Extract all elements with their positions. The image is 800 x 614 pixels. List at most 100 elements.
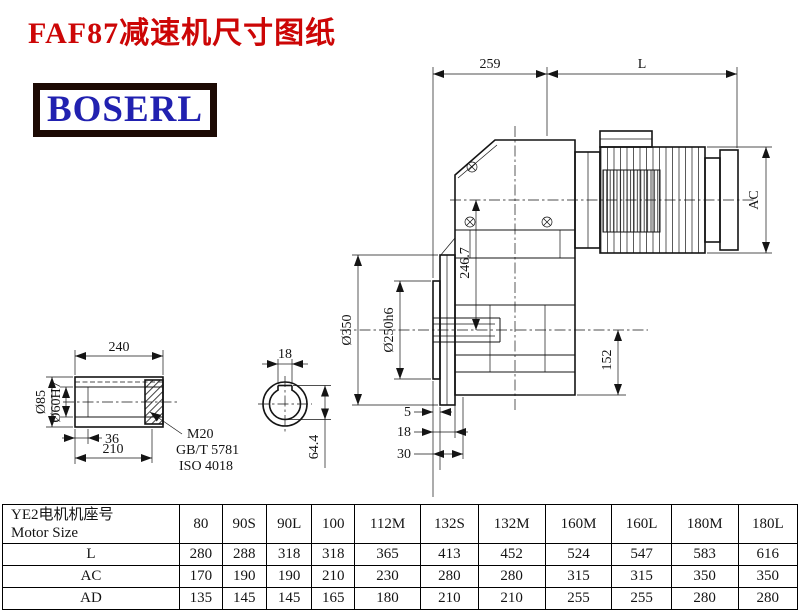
dimension-value-cell: 190	[221, 565, 267, 588]
dimension-value-cell: 280	[179, 543, 223, 566]
dimension-246-7: 246.7	[458, 200, 480, 330]
motor-size-column-header: 180L	[737, 504, 799, 544]
dimension-value-cell: 315	[611, 565, 672, 588]
row-label: L	[2, 543, 180, 566]
dimension-value-cell: 318	[265, 543, 313, 566]
housing-screw-icon	[464, 216, 476, 228]
dimension-spigot-diameter: Ø250h6	[382, 280, 431, 380]
motor-size-column-header: 90L	[265, 504, 313, 544]
motor-size-column-header: 100	[311, 504, 356, 544]
motor-size-column-header: 132S	[419, 504, 479, 544]
dimension-value-cell: 145	[221, 587, 267, 610]
dim-210-label: 210	[103, 442, 124, 457]
output-flange	[432, 237, 501, 406]
dim-246-7-label: 246.7	[458, 247, 473, 279]
dimension-value-cell: 318	[311, 543, 356, 566]
dimension-36-210: 36 210	[62, 429, 153, 464]
dimension-value-cell: 452	[477, 543, 546, 566]
dimension-value-cell: 413	[419, 543, 479, 566]
dimension-value-cell: 190	[265, 565, 313, 588]
bore-section-view: 18 64.4	[258, 347, 331, 468]
dim-152-label: 152	[600, 350, 615, 371]
shaft-end-cap	[144, 379, 164, 425]
gearbox-housing	[454, 139, 576, 396]
dimension-value-cell: 135	[179, 587, 223, 610]
dimension-value-cell: 165	[311, 587, 356, 610]
dimension-value-cell: 255	[544, 587, 613, 610]
dim-36-label: 36	[105, 432, 119, 447]
dim-L-label: L	[638, 57, 647, 72]
dim-85-label: Ø85	[34, 390, 49, 414]
dimension-value-cell: 230	[354, 565, 421, 588]
motor-size-column-header: 180M	[670, 504, 739, 544]
dimension-value-cell: 524	[544, 543, 613, 566]
dimension-value-cell: 365	[354, 543, 421, 566]
motor-size-column-header: 112M	[354, 504, 421, 544]
callout-m20-label: M20	[187, 427, 213, 442]
brand-logo-text: BOSERL	[46, 89, 204, 130]
brand-logo: BOSERL	[33, 83, 217, 137]
dimension-offsets: 5 18 30	[397, 381, 468, 497]
dimension-value-cell: 350	[670, 565, 739, 588]
dim-250h6-label: Ø250h6	[382, 307, 397, 352]
dimension-value-cell: 145	[265, 587, 313, 610]
technical-drawing: 259 L AC 246.7 Ø350	[34, 57, 772, 497]
dimension-keyway-depth: 64.4	[286, 385, 331, 468]
dimension-keyway-width: 18	[262, 347, 308, 384]
dim-5-label: 5	[404, 405, 411, 420]
dim-64-4-label: 64.4	[307, 435, 322, 460]
motor-size-column-header: 160M	[544, 504, 613, 544]
fan-cover	[719, 149, 739, 251]
dimension-AC: AC	[707, 146, 772, 254]
motor-size-column-header: 132M	[477, 504, 546, 544]
dimension-value-cell: 583	[670, 543, 739, 566]
reducer-side-view: 259 L AC 246.7 Ø350	[340, 57, 772, 497]
motor-size-column-header: 90S	[221, 504, 267, 544]
dimension-value-cell: 210	[477, 587, 546, 610]
dimension-value-cell: 288	[221, 543, 267, 566]
dim-keyway-18-label: 18	[278, 347, 292, 362]
motor-size-column-header: 80	[179, 504, 223, 544]
dimension-value-cell: 315	[544, 565, 613, 588]
motor-size-column-header: 160L	[611, 504, 672, 544]
dim-AC-label: AC	[747, 190, 762, 209]
dimension-259-L: 259 L	[432, 57, 738, 278]
dimension-value-cell: 350	[737, 565, 799, 588]
header-cn: YE2电机机座号	[11, 507, 114, 523]
dimension-152: 152	[577, 330, 626, 396]
callout-iso-label: ISO 4018	[179, 459, 233, 474]
page-title: FAF87减速机尺寸图纸	[28, 17, 337, 50]
housing-screw-icon	[466, 161, 478, 173]
row-label: AD	[2, 587, 180, 610]
dimension-value-cell: 170	[179, 565, 223, 588]
dim-240-label: 240	[109, 340, 130, 355]
dimension-240: 240	[74, 340, 164, 375]
dimension-flange-diameter: Ø350	[340, 254, 438, 406]
dimension-value-cell: 280	[737, 587, 799, 610]
motor-size-header-cell: YE2电机机座号 Motor Size	[2, 504, 180, 544]
dimension-value-cell: 210	[419, 587, 479, 610]
dimension-shaft-diameters: Ø85 Ø60H7	[34, 376, 73, 428]
dimension-value-cell: 210	[311, 565, 356, 588]
housing-screw-icon	[541, 216, 553, 228]
dimension-value-cell: 616	[737, 543, 799, 566]
dimension-value-cell: 180	[354, 587, 421, 610]
dimension-value-cell: 547	[611, 543, 672, 566]
hollow-shaft-view: 240 Ø85 Ø60H7 36 210	[34, 340, 239, 474]
dim-259-label: 259	[480, 57, 501, 72]
dimension-value-cell: 280	[477, 565, 546, 588]
row-label: AC	[2, 565, 180, 588]
dim-18-label: 18	[397, 425, 411, 440]
dim-60H7-label: Ø60H7	[49, 381, 64, 422]
dimension-value-cell: 280	[419, 565, 479, 588]
dim-350-label: Ø350	[340, 314, 355, 345]
dimension-value-cell: 255	[611, 587, 672, 610]
callout-gb-label: GB/T 5781	[176, 443, 239, 458]
thread-callout: M20 GB/T 5781 ISO 4018	[149, 411, 239, 474]
